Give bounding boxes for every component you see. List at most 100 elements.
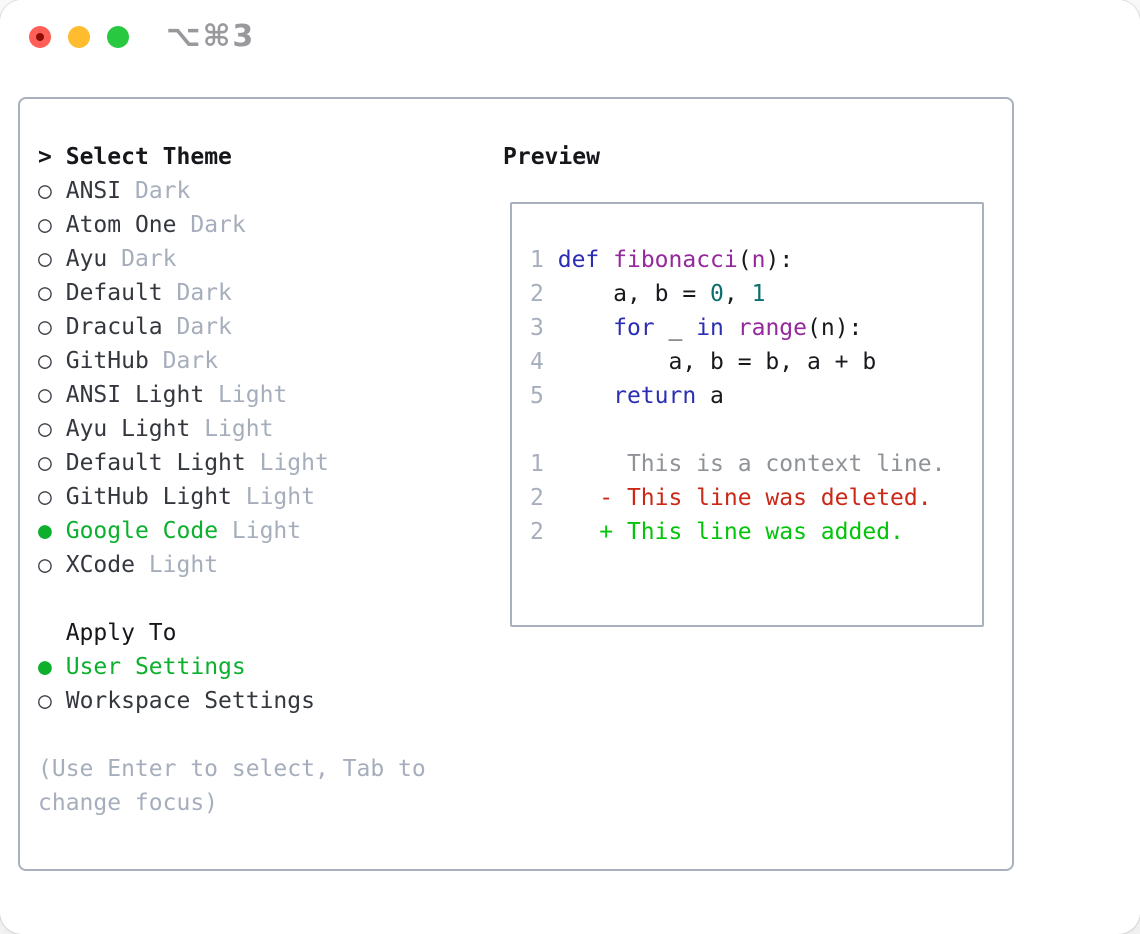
select-theme-header: > Select Theme: [38, 140, 426, 174]
spacer-row: [38, 718, 426, 752]
radio-unselected-icon: ○: [38, 348, 52, 374]
prompt-icon: >: [38, 144, 52, 170]
text-segment: ANSI: [65, 178, 135, 204]
theme-option-github-dark[interactable]: ○ GitHub Dark: [38, 344, 426, 378]
theme-option-ayu-light[interactable]: ○ Ayu Light Light: [38, 412, 426, 446]
theme-option-default-light[interactable]: ○ Default Light Light: [38, 446, 426, 480]
text-segment: Light: [245, 484, 315, 510]
text-segment: a, b = b, a + b: [543, 349, 877, 375]
zoom-button-icon[interactable]: [107, 26, 129, 48]
text-segment: ):: [765, 247, 794, 273]
text-segment: Dark: [121, 246, 177, 272]
text-segment: Light: [148, 552, 219, 578]
radio-unselected-icon: ○: [38, 246, 52, 272]
theme-option-default-dark[interactable]: ○ Default Dark: [38, 276, 426, 310]
minimize-button-icon[interactable]: [68, 26, 90, 48]
code-line: 3 for _ in range(n):: [530, 311, 982, 345]
code-line: 5 return a: [530, 379, 982, 413]
text-segment: def: [557, 247, 600, 273]
text-segment: Google Code: [65, 518, 232, 544]
text-segment: change focus): [38, 790, 219, 816]
close-button-icon[interactable]: [29, 26, 51, 48]
text-segment: a: [696, 383, 724, 409]
text-segment: 0: [710, 281, 724, 307]
apply-option-user-settings[interactable]: ● User Settings: [38, 650, 426, 684]
theme-option-dracula-dark[interactable]: ○ Dracula Dark: [38, 310, 426, 344]
text-segment: (n):: [807, 315, 863, 341]
apply-option-workspace-settings[interactable]: ○ Workspace Settings: [38, 684, 426, 718]
text-segment: [724, 315, 738, 341]
radio-unselected-icon: ○: [38, 212, 52, 238]
radio-unselected-icon: ○: [38, 314, 52, 340]
radio-unselected-icon: ○: [38, 382, 52, 408]
help-text-line: (Use Enter to select, Tab to: [38, 752, 426, 786]
theme-option-ansi-dark[interactable]: ○ ANSI Dark: [38, 174, 426, 208]
spacer-row: [530, 413, 982, 447]
text-segment: [52, 416, 66, 442]
text-segment: 1: [751, 281, 766, 307]
radio-selected-icon: ●: [38, 518, 52, 544]
line-number: 3: [530, 315, 544, 341]
line-number: 2: [530, 485, 544, 511]
text-segment: fibonacci: [613, 247, 738, 273]
theme-option-github-light[interactable]: ○ GitHub Light Light: [38, 480, 426, 514]
text-segment: Atom One: [65, 212, 191, 238]
text-segment: Light: [204, 416, 274, 442]
text-segment: Ayu Light: [65, 416, 205, 442]
text-segment: Dark: [190, 212, 246, 238]
theme-option-google-code-light[interactable]: ● Google Code Light: [38, 514, 426, 548]
theme-option-xcode-light[interactable]: ○ XCode Light: [38, 548, 426, 582]
apply-to-header: Apply To: [38, 616, 426, 650]
titlebar[interactable]: ⌥⌘3: [0, 0, 1140, 74]
line-number: 2: [530, 281, 544, 307]
radio-unselected-icon: ○: [38, 416, 52, 442]
text-segment: Light: [218, 382, 288, 408]
text-segment: GitHub: [65, 348, 163, 374]
line-number: 5: [530, 383, 544, 409]
text-segment: Dark: [162, 348, 219, 374]
text-segment: n: [751, 247, 766, 273]
diff-context-line: 1 This is a context line.: [530, 447, 982, 481]
radio-selected-icon: ●: [38, 654, 52, 680]
text-segment: Light: [259, 450, 329, 476]
text-segment: [52, 212, 66, 238]
text-segment: [544, 451, 627, 477]
text-segment: This is a context line.: [626, 451, 946, 477]
text-segment: [544, 485, 599, 511]
theme-option-atom-one-dark[interactable]: ○ Atom One Dark: [38, 208, 426, 242]
text-segment: Dracula: [65, 314, 177, 340]
radio-unselected-icon: ○: [38, 450, 52, 476]
text-segment: - This line was deleted.: [599, 485, 932, 511]
theme-option-ayu-dark[interactable]: ○ Ayu Dark: [38, 242, 426, 276]
text-segment: [544, 247, 558, 273]
theme-selector-list: > Select Theme○ ANSI Dark○ Atom One Dark…: [38, 140, 426, 820]
text-segment: [52, 484, 66, 510]
text-segment: (: [737, 247, 752, 273]
text-segment: [52, 280, 66, 306]
line-number: 1: [530, 247, 544, 273]
code-line: 2 a, b = 0, 1: [530, 277, 982, 311]
text-segment: (Use Enter to select, Tab to: [38, 756, 426, 782]
line-number: 4: [530, 349, 544, 375]
text-segment: in: [696, 315, 724, 341]
text-segment: Default Light: [65, 450, 260, 476]
text-segment: range: [737, 315, 808, 341]
text-segment: Workspace Settings: [65, 688, 315, 714]
text-segment: [52, 144, 66, 170]
text-segment: Light: [231, 518, 302, 544]
help-text-line: change focus): [38, 786, 426, 820]
text-segment: + This line was added.: [599, 519, 904, 545]
radio-unselected-icon: ○: [38, 280, 52, 306]
text-segment: Select Theme: [65, 144, 232, 170]
text-segment: User Settings: [65, 654, 246, 680]
theme-option-ansi-light[interactable]: ○ ANSI Light Light: [38, 378, 426, 412]
text-segment: ANSI Light: [65, 382, 219, 408]
spacer-row: [38, 582, 426, 616]
text-segment: [544, 519, 599, 545]
radio-unselected-icon: ○: [38, 178, 52, 204]
text-segment: ,: [723, 281, 752, 307]
line-number: 1: [530, 451, 544, 477]
text-segment: a, b =: [543, 281, 711, 307]
text-segment: GitHub Light: [65, 484, 246, 510]
